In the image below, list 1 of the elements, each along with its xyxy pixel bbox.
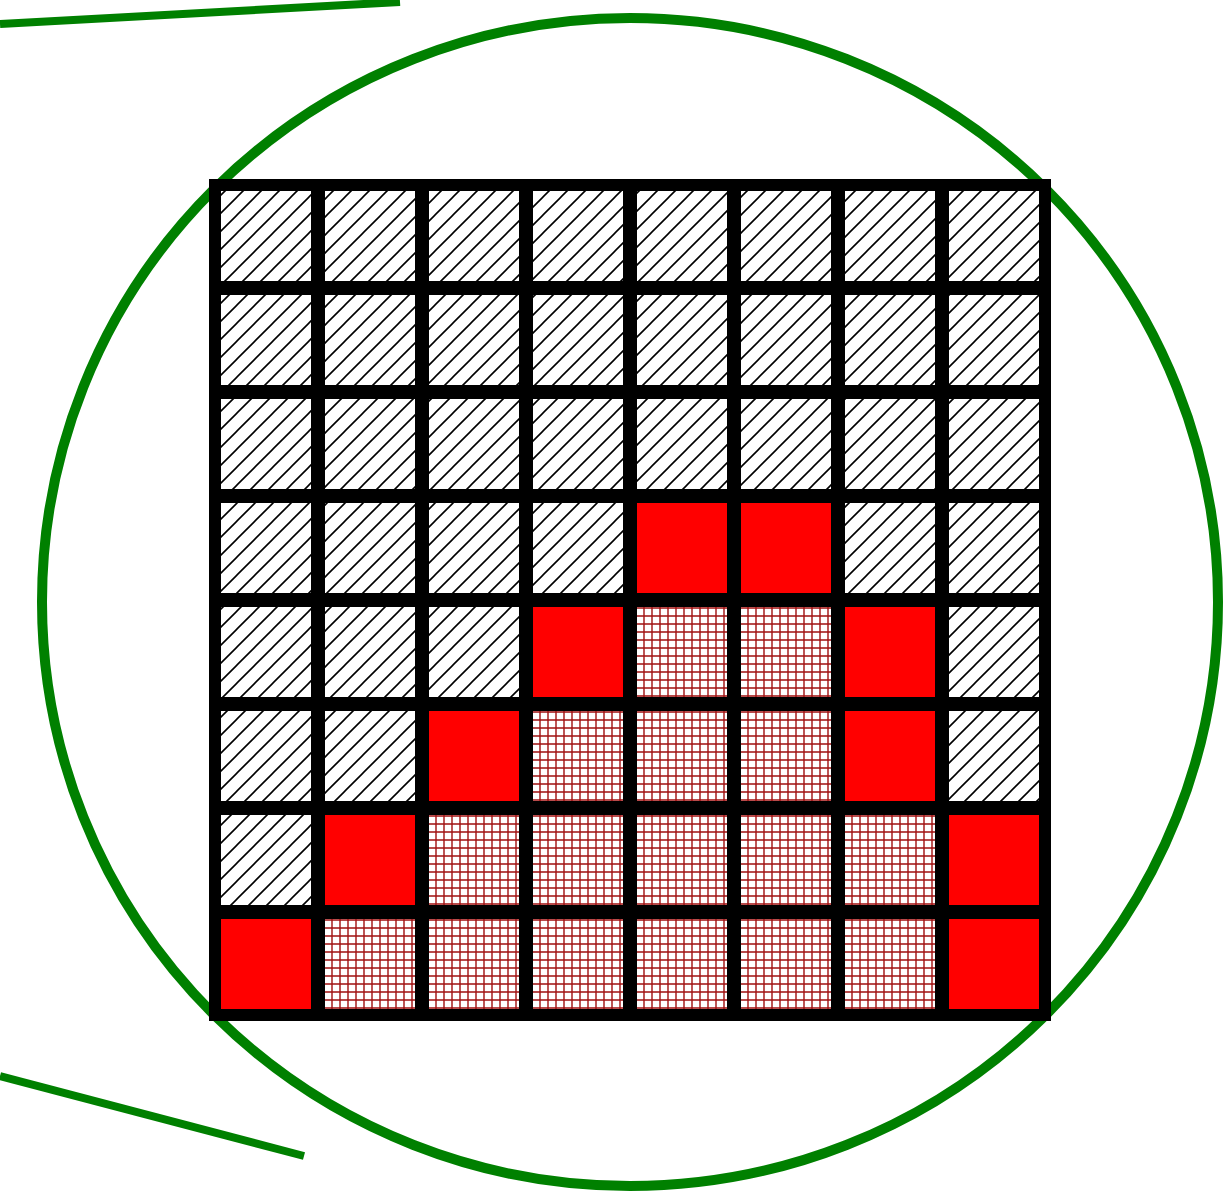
magnified-grid-drawing <box>209 179 1051 1021</box>
